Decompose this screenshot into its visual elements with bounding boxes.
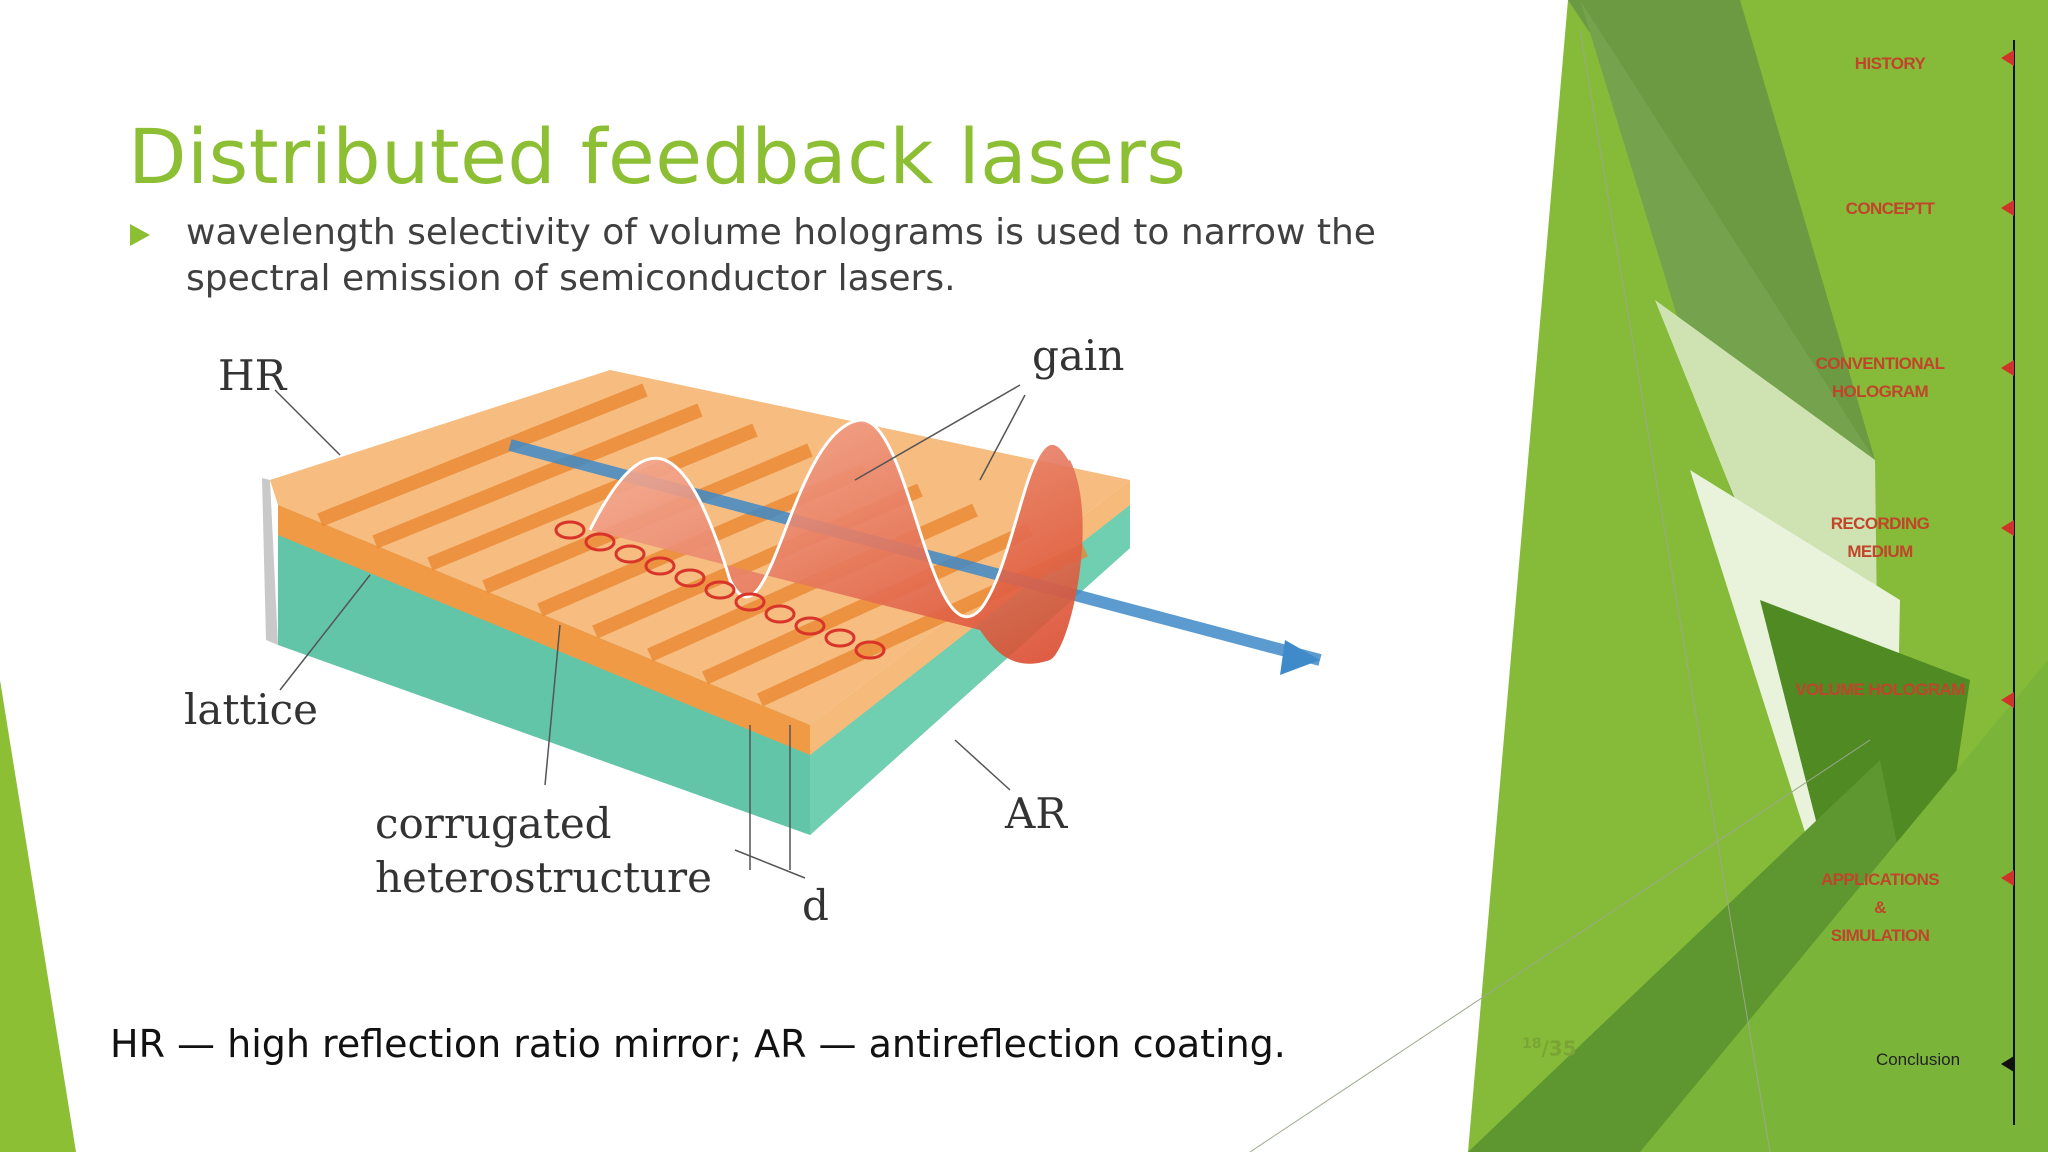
nav-arrow-icon[interactable] — [2001, 692, 2014, 708]
label-gain: gain — [1032, 331, 1124, 380]
nav-item-label: APPLICATIONS — [1820, 870, 1940, 889]
nav-item-label: HISTORY — [1854, 54, 1926, 73]
nav-item-label: & — [1874, 898, 1886, 917]
label-heterostructure: heterostructure — [375, 853, 712, 902]
nav-item-recording-medium[interactable]: RECORDING MEDIUM — [1800, 510, 1960, 566]
nav-arrow-icon[interactable] — [2001, 200, 2014, 216]
label-lattice: lattice — [184, 685, 318, 734]
nav-timeline-line — [2013, 40, 2015, 1125]
page-number: 18/35 — [1522, 1036, 1577, 1061]
page-total: /35 — [1541, 1036, 1577, 1061]
nav-item-label: CONCEPTT — [1845, 199, 1935, 218]
nav-item-label: RECORDING — [1830, 514, 1930, 533]
nav-arrow-icon[interactable] — [2001, 870, 2014, 886]
dfb-laser-diagram: HR gain lattice corrugated heterostructu… — [184, 331, 1322, 930]
nav-item-applications-simulation[interactable]: APPLICATIONS & SIMULATION — [1800, 866, 1960, 950]
nav-arrow-icon[interactable] — [2001, 360, 2014, 376]
nav-arrow-icon[interactable] — [2001, 1056, 2014, 1072]
nav-item-history[interactable]: HISTORY — [1830, 50, 1950, 78]
label-ar: AR — [1004, 789, 1068, 838]
nav-item-conventional-hologram[interactable]: CONVENTIONAL HOLOGRAM — [1800, 350, 1960, 406]
page-current: 18 — [1522, 1036, 1542, 1052]
nav-item-label: Conclusion — [1875, 1050, 1961, 1069]
nav-item-conclusion[interactable]: Conclusion — [1858, 1046, 1978, 1074]
nav-arrow-icon[interactable] — [2001, 520, 2014, 536]
nav-item-label: MEDIUM — [1847, 542, 1913, 561]
caption: HR — high reflection ratio mirror; AR — … — [110, 1022, 1286, 1066]
label-hr: HR — [218, 351, 288, 400]
bullet-arrow-icon — [130, 224, 150, 246]
nav-arrow-icon[interactable] — [2001, 50, 2014, 66]
slide-title: Distributed feedback lasers — [128, 112, 1187, 201]
nav-item-label: SIMULATION — [1830, 926, 1930, 945]
nav-item-volume-hologram[interactable]: VOLUME HOLOGRAM — [1780, 676, 1980, 704]
nav-item-label: HOLOGRAM — [1831, 382, 1929, 401]
nav-item-label: VOLUME HOLOGRAM — [1795, 680, 1965, 699]
nav-item-label: CONVENTIONAL — [1815, 354, 1945, 373]
label-corrugated: corrugated — [375, 799, 612, 848]
bullet-point: wavelength selectivity of volume hologra… — [130, 210, 1490, 302]
bullet-text: wavelength selectivity of volume hologra… — [186, 212, 1376, 299]
label-d: d — [802, 881, 829, 930]
nav-item-concept[interactable]: CONCEPTT — [1830, 195, 1950, 223]
